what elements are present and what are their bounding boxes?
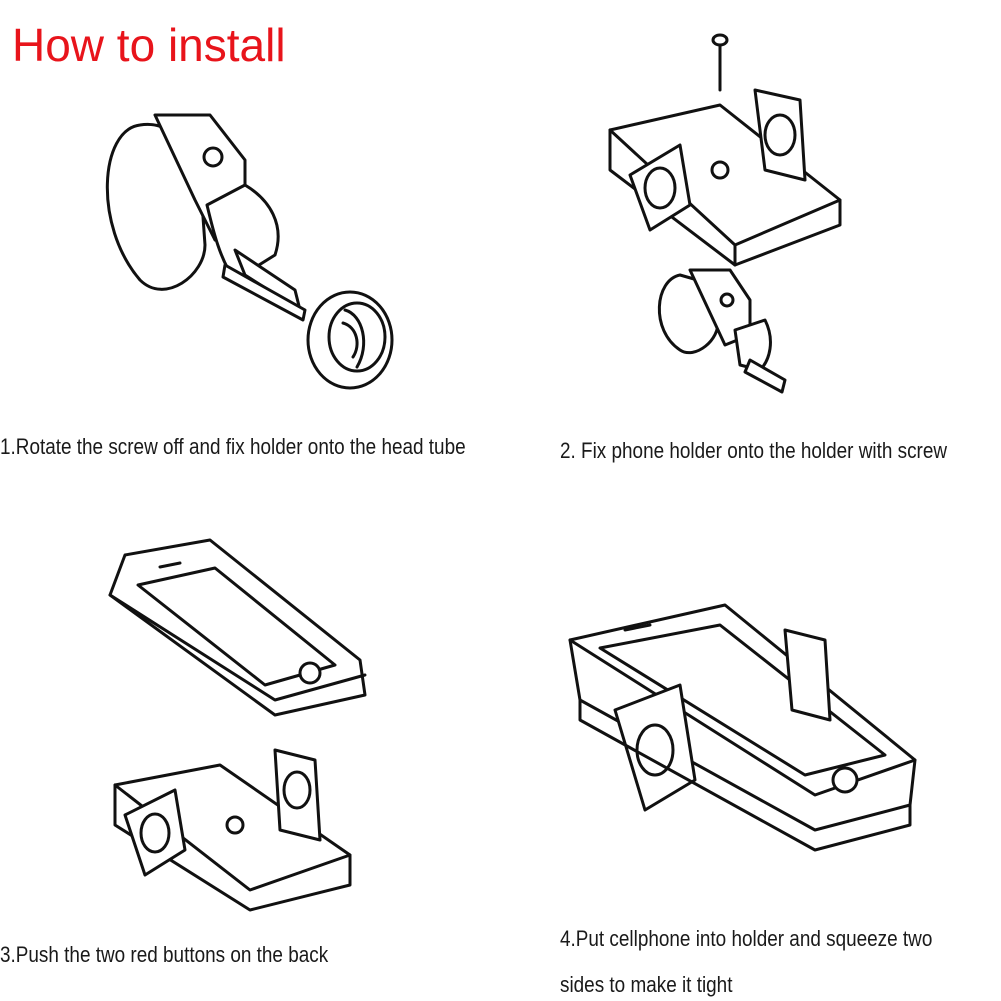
step2-mount-illustration <box>608 33 842 394</box>
step4-caption-line2: sides to make it tight <box>560 972 733 997</box>
step4-caption-line1: 4.Put cellphone into holder and squeeze … <box>560 926 933 951</box>
step4-phone-in-cradle-illustration <box>568 603 917 852</box>
step3-phone-and-cradle-illustration <box>108 538 367 912</box>
step1-clamp-illustration <box>105 113 394 390</box>
smartphone-icon <box>108 538 367 717</box>
page-title: How to install <box>12 19 286 71</box>
screw-icon <box>711 33 729 92</box>
nut-icon <box>306 290 394 390</box>
step1-caption: 1.Rotate the screw off and fix holder on… <box>0 434 466 459</box>
step3-caption: 3.Push the two red buttons on the back <box>0 942 329 967</box>
step2-caption: 2. Fix phone holder onto the holder with… <box>560 438 948 463</box>
